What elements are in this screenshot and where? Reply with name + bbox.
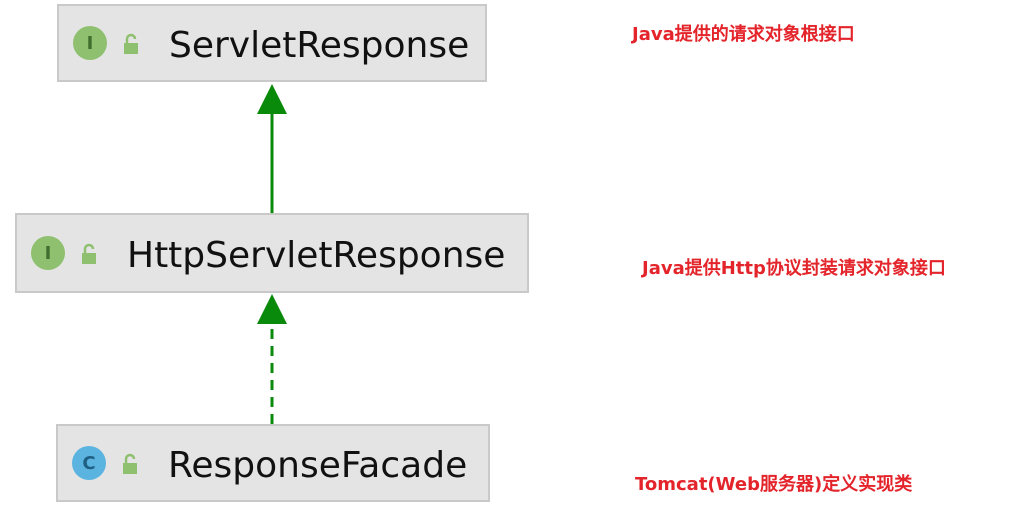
extends-arrowhead <box>257 84 287 114</box>
node-title: ServletResponse <box>169 25 470 66</box>
node-title: ResponseFacade <box>168 445 468 486</box>
interface-icon: I <box>31 236 65 270</box>
interface-icon: I <box>73 26 107 60</box>
unlock-icon <box>124 33 138 54</box>
implements-arrowhead <box>257 294 287 324</box>
response-facade-note: Tomcat(Web服务器)定义实现类 <box>635 474 913 495</box>
unlock-icon <box>123 453 137 474</box>
unlock-icon <box>82 243 96 264</box>
class-icon: C <box>72 446 106 480</box>
servlet-response-note: Java提供的请求对象根接口 <box>632 24 855 45</box>
servlet-response-node[interactable]: I ServletResponse <box>57 4 487 82</box>
http-servlet-response-note: Java提供Http协议封装请求对象接口 <box>642 258 946 279</box>
http-servlet-response-node[interactable]: I HttpServletResponse <box>15 213 529 293</box>
response-facade-node[interactable]: C ResponseFacade <box>56 424 490 502</box>
node-title: HttpServletResponse <box>127 235 506 276</box>
